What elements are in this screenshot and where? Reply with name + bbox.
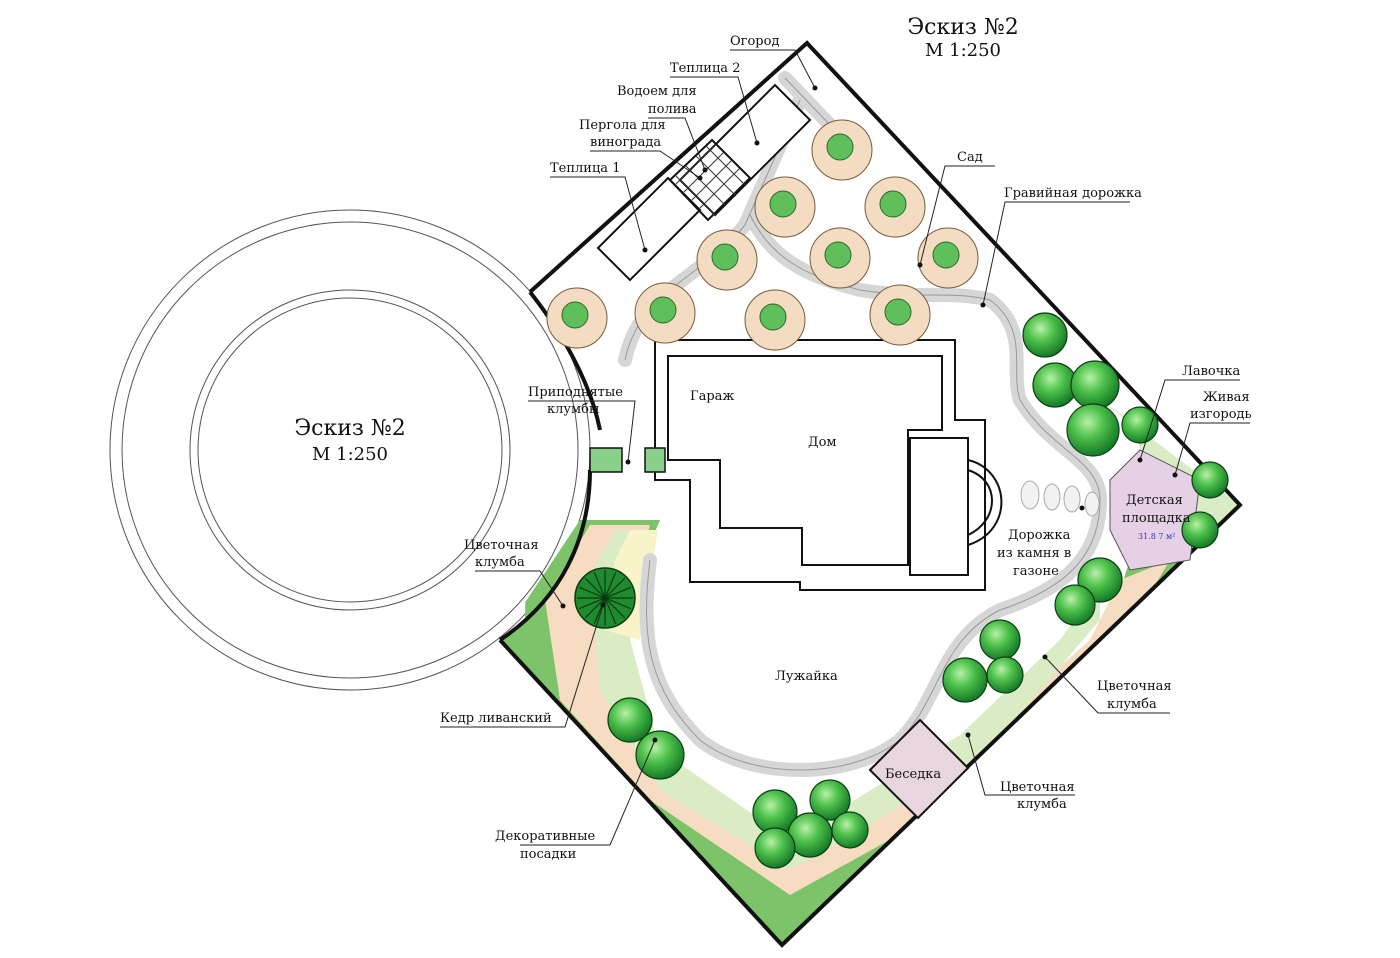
label-lawn: Лужайка (775, 669, 838, 684)
gazebo (868, 718, 970, 820)
label-playground-area: 31.8 7 м² (1138, 532, 1175, 541)
label-cedar: Кедр ливанский (440, 711, 552, 726)
shrub-tree (1070, 360, 1120, 410)
label-hedge-2: изгородь (1190, 407, 1252, 422)
label-water-2: полива (648, 102, 697, 117)
shrub-tree (635, 730, 685, 780)
orchard-tree-crown (561, 301, 589, 329)
label-flowerbed-right-1: Цветочная (1097, 679, 1172, 694)
cedar-branch (604, 571, 617, 599)
label-flowerbed-left-1: Цветочная (464, 538, 539, 553)
shrub-tree (1022, 312, 1068, 358)
diagram-scale: М 1:250 (312, 444, 388, 465)
orchard-tree-crown (711, 243, 739, 271)
label-decor-2: посадки (520, 847, 576, 862)
label-greenhouse-1: Теплица 1 (550, 161, 620, 176)
shrub-tree (942, 657, 988, 703)
label-stone-path-2: из камня в (997, 546, 1071, 561)
cedar-branch (584, 597, 606, 619)
label-garage: Гараж (690, 389, 734, 404)
orchard-tree-crown (759, 303, 787, 331)
label-house: Дом (808, 435, 837, 450)
shrub-tree (1181, 511, 1219, 549)
shrub-tree (1121, 406, 1159, 444)
diagram-title: Эскиз №2 (294, 416, 405, 441)
shrub-tree (1054, 584, 1096, 626)
pergola (668, 138, 752, 222)
playground (1109, 449, 1201, 571)
cedar-branch (604, 577, 626, 599)
diagram-title: Эскиз №2 (907, 15, 1018, 40)
label-flowerbed-left-2: клумба (475, 555, 525, 570)
label-stone-path-3: газоне (1013, 564, 1059, 579)
flowerbed-south-outer (500, 505, 1240, 945)
label-playground-1: Детская (1126, 493, 1183, 508)
label-playground-2: площадка (1122, 511, 1191, 526)
orchard-tree-crown (879, 190, 907, 218)
stone-path (1020, 480, 1100, 517)
orchard-tree-crown (826, 133, 854, 161)
orchard-tree-crown (824, 241, 852, 269)
shrub-tree (1066, 403, 1120, 457)
label-decor-1: Декоративные (495, 829, 595, 844)
label-pergola-2: винограда (590, 135, 661, 150)
label-flowerbed-right-2: клумба (1107, 697, 1157, 712)
label-pergola-1: Пергола для (579, 118, 666, 133)
label-bench: Лавочка (1182, 364, 1240, 379)
shrub-tree (754, 827, 796, 869)
orchard-tree-crown (932, 241, 960, 269)
label-raised-beds-1: Приподнятые (528, 385, 623, 400)
cedar-tree (574, 567, 636, 629)
cedar-branch (593, 597, 606, 625)
label-greenhouse-2: Теплица 2 (670, 61, 740, 76)
orchard-tree-crown (884, 298, 912, 326)
cedar-branch (604, 586, 632, 599)
shrub-tree (809, 779, 851, 821)
cedar-branch (604, 597, 617, 625)
shrub-tree (1191, 461, 1229, 499)
label-flowerbed-bottom-2: клумба (1017, 797, 1067, 812)
shrub-tree (607, 697, 653, 743)
cedar-branch (604, 597, 632, 610)
orchard-tree-crown (649, 296, 677, 324)
label-garden-beds: Огород (730, 34, 779, 49)
cedar-branch (578, 586, 606, 599)
trees (546, 119, 1229, 869)
cedar-branch (578, 597, 606, 610)
shrub-tree (831, 811, 869, 849)
greenhouse-1 (596, 176, 702, 282)
label-orchard: Сад (957, 150, 983, 165)
annotations: Огород Теплица 2 Водоем для полива Перго… (440, 34, 1252, 862)
cedar-branch (584, 577, 606, 599)
label-flowerbed-bottom-1: Цветочная (1000, 780, 1075, 795)
label-stone-path-1: Дорожка (1008, 528, 1071, 543)
site-boundary (498, 40, 1243, 948)
orchard-tree-crown (769, 190, 797, 218)
shrub-tree (979, 619, 1021, 661)
label-gravel-path: Гравийная дорожка (1004, 186, 1142, 201)
label-hedge-1: Живая (1203, 390, 1250, 405)
raised-beds (589, 447, 666, 473)
cedar-branch (593, 571, 606, 599)
house (654, 339, 1003, 591)
diagram-scale: М 1:250 (925, 40, 1001, 61)
label-gazebo: Беседка (885, 767, 941, 782)
cedar-branch (604, 597, 626, 619)
label-raised-beds-2: клумбы (547, 402, 599, 417)
shrub-tree (986, 656, 1024, 694)
label-water-1: Водоем для (617, 84, 697, 99)
